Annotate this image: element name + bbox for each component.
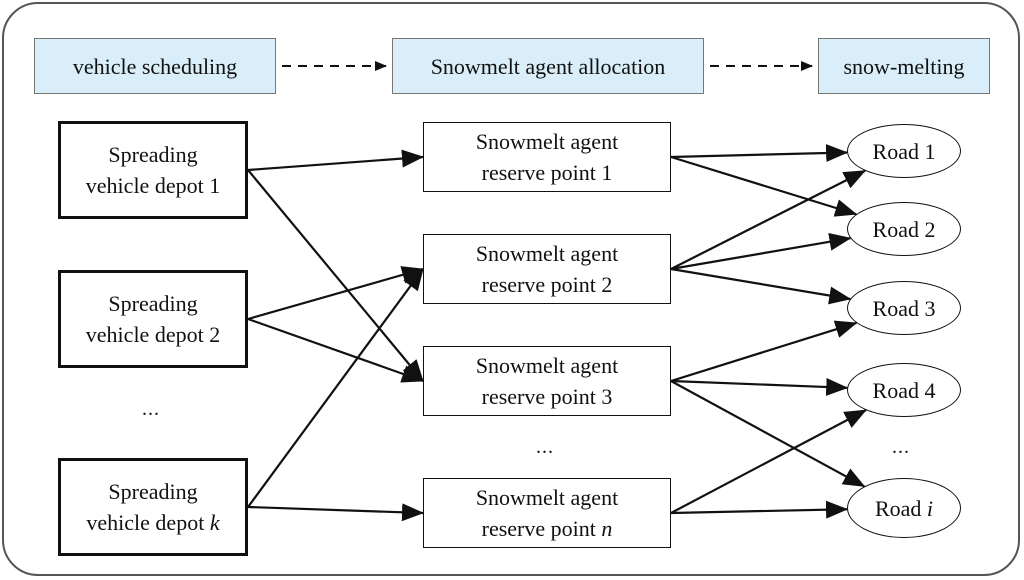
connection-arrow [670,500,849,519]
depot-box-2: Spreading vehicle depot 2 [58,270,248,368]
road-ellipse-4: Road 4 [847,363,961,417]
depot-line2: vehicle depot 2 [85,322,221,347]
road-ellipse-2: Road 2 [847,202,961,256]
stage-label: vehicle scheduling [72,53,238,79]
connection-arrow [247,266,424,321]
reserve-line2: reserve point 1 [481,160,613,185]
reserve-point-box-n: Snowmelt agent reserve point n [423,478,671,548]
connection-arrow [247,268,424,508]
depot-line2: vehicle depot k [86,510,220,535]
depot-ellipsis: ... [142,398,160,420]
road-label: Road 3 [872,295,936,321]
reserve-line2: reserve point 3 [481,384,613,409]
connection-arrow [247,317,424,383]
stage-label: snow-melting [843,53,965,79]
connection-arrow [670,155,858,217]
stage-label: Snowmelt agent allocation [430,53,666,79]
reserve-line2: reserve point n [481,516,613,541]
road-ellipse-1: Road 1 [847,124,961,178]
road-ellipsis: ... [892,436,910,458]
connection-arrow [670,409,867,514]
road-label: Road 2 [872,216,936,242]
reserve-line1: Snowmelt agent [475,485,619,510]
reserve-point-box-3: Snowmelt agent reserve point 3 [423,346,671,416]
depot-box-k: Spreading vehicle depot k [58,458,248,556]
depot-line1: Spreading [108,479,198,504]
reserve-line1: Snowmelt agent [475,241,619,266]
road-ellipse-i: Road i [847,478,961,538]
depot-box-1: Spreading vehicle depot 1 [58,121,248,219]
reserve-line1: Snowmelt agent [475,129,619,154]
depot-line2: vehicle depot 1 [85,173,221,198]
connection-arrow [247,169,424,382]
stage-box-vehicle-scheduling: vehicle scheduling [34,38,276,94]
connection-arrow [670,144,849,163]
connection-arrow [247,149,424,172]
depot-line1: Spreading [108,291,198,316]
connection-arrow [670,378,849,396]
connection-arrow [670,169,866,270]
reserve-line1: Snowmelt agent [475,353,619,378]
connection-arrow [670,320,858,383]
connection-arrow [670,232,852,271]
reserve-point-box-1: Snowmelt agent reserve point 1 [423,122,671,192]
reserve-point-box-2: Snowmelt agent reserve point 2 [423,234,671,304]
road-label: Road 4 [872,377,936,403]
connection-arrow [247,503,424,522]
reserve-line2: reserve point 2 [481,272,613,297]
depot-line1: Spreading [108,142,198,167]
road-label: Road i [874,495,934,521]
connection-arrow [670,380,866,488]
road-label: Road 1 [872,138,936,164]
road-ellipse-3: Road 3 [847,281,961,335]
connection-arrow [670,267,852,305]
stage-box-snowmelt-agent-allocation: Snowmelt agent allocation [392,38,704,94]
reserve-ellipsis: ... [536,436,554,458]
stage-box-snow-melting: snow-melting [818,38,990,94]
